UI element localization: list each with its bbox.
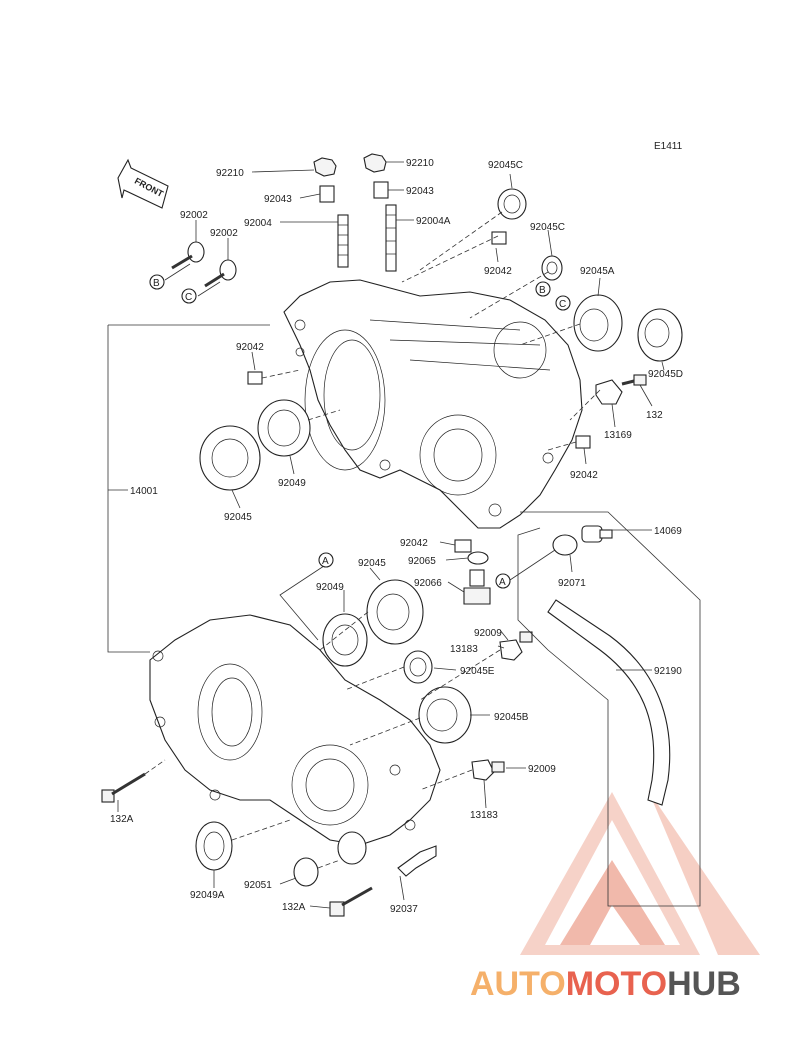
diagram-code: E1411: [654, 141, 683, 152]
bearing-92045b: [418, 686, 472, 744]
svg-text:C: C: [185, 292, 192, 303]
label-92045-lower: 92045: [358, 558, 386, 569]
label-132: 132: [646, 410, 663, 421]
svg-text:A: A: [322, 556, 329, 567]
label-92049-lower: 92049: [316, 582, 344, 593]
label-92043-left: 92043: [264, 194, 292, 205]
label-92042-lower: 92042: [400, 538, 428, 549]
watermark-text: AUTOMOTOHUB: [470, 965, 741, 1003]
plate-13169: [595, 379, 623, 405]
label-92045d: 92045D: [648, 369, 683, 380]
collar-92043-right: [373, 181, 389, 199]
bolt-132: [621, 374, 647, 386]
plate-13183-lower: [471, 759, 495, 781]
label-92045b: 92045B: [494, 712, 529, 723]
svg-text:B: B: [153, 278, 160, 289]
label-92210-right: 92210: [406, 158, 434, 169]
label-92004: 92004: [244, 218, 272, 229]
bearing-92045c-top: [497, 188, 527, 220]
bolt-132a-bottom: [329, 886, 373, 917]
seal-92049a: [195, 821, 233, 871]
bolt-132a-left: [101, 772, 146, 803]
bolt-92002-right: [204, 259, 237, 288]
bearing-92045a: [573, 294, 623, 352]
bearing-92045-lower: [366, 579, 424, 645]
callout-b-right: B: [535, 281, 551, 297]
label-92066: 92066: [414, 578, 442, 589]
label-92002-left: 92002: [180, 210, 208, 221]
label-92002-right: 92002: [210, 228, 238, 239]
bolt-92009-upper: [519, 631, 533, 643]
svg-text:C: C: [559, 299, 566, 310]
label-92004a: 92004A: [416, 216, 451, 227]
bushing-lower: [337, 831, 367, 865]
alignment-lines: [144, 211, 601, 869]
callout-c-left: C: [181, 288, 197, 304]
label-92065: 92065: [408, 556, 436, 567]
label-92045-upper: 92045: [224, 512, 252, 523]
watermark-logo: [520, 790, 760, 955]
dowel-92042-left: [247, 371, 263, 385]
label-92049-upper: 92049: [278, 478, 306, 489]
svg-text:B: B: [539, 285, 546, 296]
label-14069: 14069: [654, 526, 682, 537]
seal-92049-upper: [257, 399, 311, 457]
bolt-92002-left: [171, 241, 205, 270]
callout-b-left: B: [149, 274, 165, 290]
hose-92190: [547, 599, 671, 806]
nut-92210-right: [363, 153, 387, 173]
label-92043-right: 92043: [406, 186, 434, 197]
bearing-92045c-mid: [541, 255, 563, 281]
label-92042-left: 92042: [236, 342, 264, 353]
drain-plug-92066: [463, 569, 491, 605]
label-132a-bottom: 132A: [282, 902, 306, 913]
label-92009-upper: 92009: [474, 628, 502, 639]
stud-92004: [337, 214, 349, 268]
label-13169: 13169: [604, 430, 632, 441]
label-92009-lower: 92009: [528, 764, 556, 775]
seal-92049-lower: [322, 613, 368, 667]
label-92037: 92037: [390, 904, 418, 915]
label-92045a: 92045A: [580, 266, 615, 277]
callout-c-right: C: [555, 295, 571, 311]
bearing-92045d: [637, 308, 683, 362]
plate-13183-upper: [499, 639, 523, 661]
collar-92043-left: [319, 185, 335, 203]
label-92051: 92051: [244, 880, 272, 891]
dowel-92042-lower: [454, 539, 472, 553]
label-92210-left: 92210: [216, 168, 244, 179]
dowel-92042-right: [575, 435, 591, 449]
label-13183-upper: 13183: [450, 644, 478, 655]
label-92045c-top: 92045C: [488, 160, 523, 171]
fitting-92071: [552, 525, 613, 556]
seal-92045e: [403, 650, 433, 684]
svg-text:A: A: [499, 577, 506, 588]
label-92042-top: 92042: [484, 266, 512, 277]
label-13183-lower: 13183: [470, 810, 498, 821]
stud-92004a: [385, 204, 397, 272]
bolt-92009-lower: [491, 761, 505, 773]
label-92045c-mid: 92045C: [530, 222, 565, 233]
label-92190: 92190: [654, 666, 682, 677]
label-92071: 92071: [558, 578, 586, 589]
bearing-92045-upper: [199, 425, 261, 491]
label-132a-left: 132A: [110, 814, 134, 825]
part-labels: 92210 92210 92043 92043 92004 92004A 920…: [110, 158, 683, 915]
front-arrow-icon: FRONT: [117, 158, 169, 209]
callout-a-upper: A: [318, 552, 334, 568]
clamp-92037: [397, 845, 437, 877]
callout-a-right: A: [495, 573, 511, 589]
label-14001: 14001: [130, 486, 158, 497]
nut-92210-left: [313, 157, 337, 177]
washer-92065: [467, 551, 489, 565]
label-92045e: 92045E: [460, 666, 495, 677]
crankcase-left-half: [149, 614, 441, 846]
leader-lines: [107, 161, 701, 909]
label-92042-right: 92042: [570, 470, 598, 481]
collar-92051: [293, 857, 319, 887]
dowel-92042-top: [491, 231, 507, 245]
label-92049a: 92049A: [190, 890, 225, 901]
crankcase-right-half: [283, 279, 583, 529]
